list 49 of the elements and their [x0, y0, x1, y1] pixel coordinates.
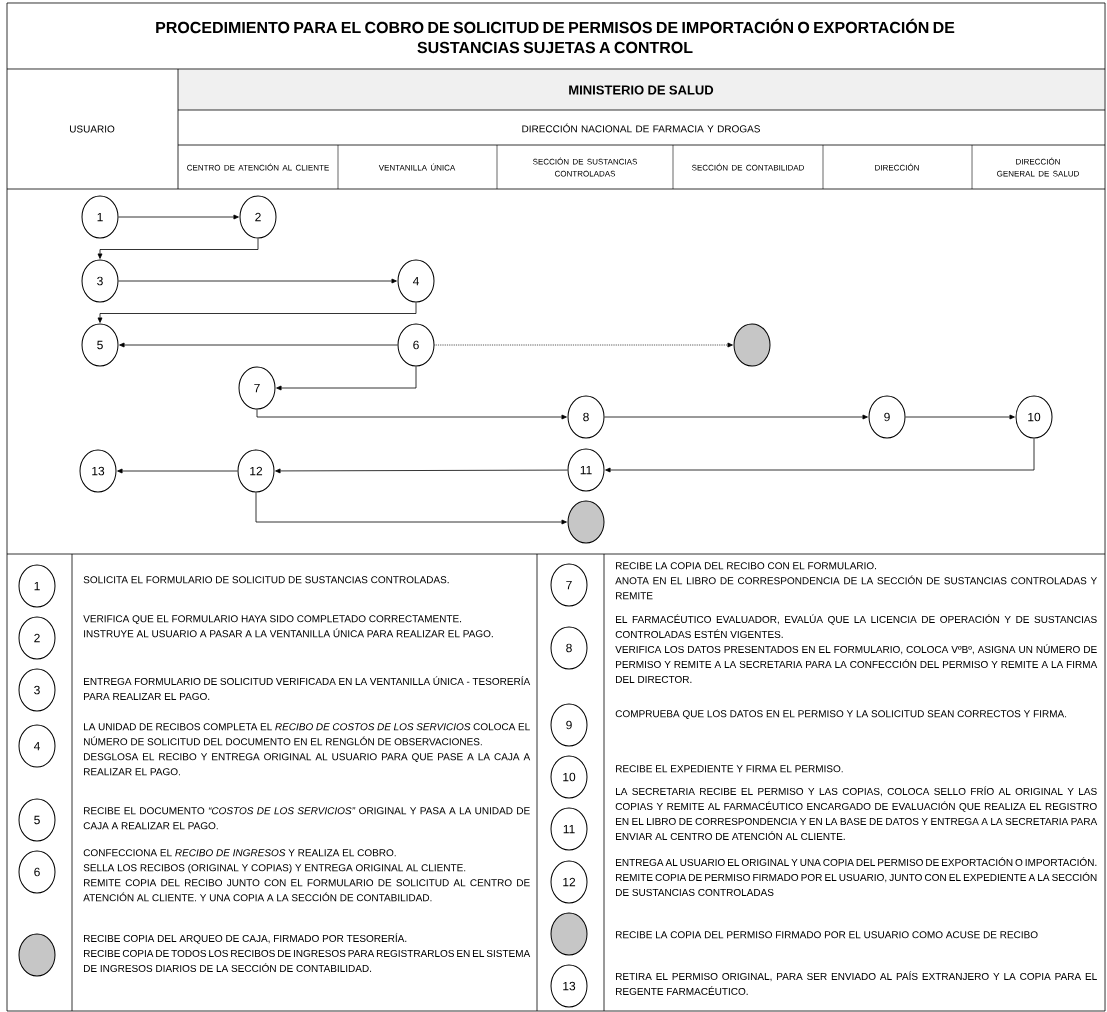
step-description: VERIFICA QUE EL FORMULARIO HAYA SIDO COMPLETADO CORRECTAMENTE. — [83, 615, 462, 625]
step-description: EL FARMACÉUTICO EVALUADOR, EVALÚA QUE LA LICENCIA DE OPERACIÓN Y DE SUSTANCIAS CONTROLADAS ESTÉN VIGENTES. — [615, 614, 1097, 638]
arrow — [119, 342, 398, 348]
step-description: SELLA LOS RECIBOS (ORIGINAL Y COPIAS) Y ENTREGA ORIGINAL AL CLIENTE. — [83, 863, 466, 874]
arrow — [905, 414, 1015, 420]
lane-header: USUARIO — [70, 125, 115, 133]
step-description: VERIFICA LOS DATOS PRESENTADOS EN EL FORMULARIO, COLOCA VºBº, ASIGNA UN NÚMERO DE PERMISO Y REMITE A LA SECRETARIA PARA LA CONFECCIÓN DEL PERMISO Y REMITE A LA FIRMA DEL DIRECTOR. — [615, 644, 1098, 683]
arrow — [118, 214, 239, 220]
step-description: REMITE COPIA DE PERMISO FIRMADO POR EL USUARIO, JUNTO CON EL EXPEDIENTE A LA SECCIÓN DE SUSTANCIAS CONTROLADAS — [616, 872, 1097, 896]
arrow — [256, 409, 567, 420]
step-description: REMITE COPIA DEL RECIBO JUNTO CON EL FORMULARIO DE SOLICITUD AL CENTRO DE ATENCIÓN AL CLIENTE. Y UNA COPIA A LA SECCIÓN DE CONTABILIDAD. — [83, 879, 530, 902]
step-description: RECIBE LA COPIA DEL RECIBO CON EL FORMULARIO. — [616, 562, 876, 570]
arrow — [118, 278, 397, 284]
step-description: RECIBE LA COPIA DEL PERMISO FIRMADO POR EL USUARIO COMO ACUSE DE RECIBO — [616, 931, 1038, 939]
department-header: DIRECCIÓN NACIONAL DE FARMACIA Y DROGAS — [522, 123, 760, 133]
step-description: LA SECRETARIA RECIBE EL PERMISO Y LAS COPIAS, COLOCA SELLO FRÍO AL ORIGINAL Y LAS COPIAS Y REMITE AL FARMACÉUTICO ENCARGADO DE EVALUACIÓN QUE REALIZA EL REGISTRO EN EL LIBRO DE CORRESPONDENCIA Y EN LA BASE DE DATOS Y ENTREGA A LA SECRETARIA PARA ENVIAR AL CENTRO DE ATENCIÓN AL CLIENTE. — [615, 786, 1098, 840]
arrow — [255, 492, 567, 525]
step-description: ENTREGA AL USUARIO EL ORIGINAL Y UNA COPIA DEL PERMISO DE EXPORTACIÓN O IMPORTACIÓN. — [616, 857, 1097, 866]
lane-header: CENTRO DE ATENCIÓN AL CLIENTE — [187, 163, 329, 171]
step-description: INSTRUYE AL USUARIO A PASAR A LA VENTANILLA ÚNICA PARA REALIZAR EL PAGO. — [84, 628, 493, 638]
step-description: SOLICITA EL FORMULARIO DE SOLICITUD DE SUSTANCIAS CONTROLADAS. — [83, 576, 449, 584]
organization-header: MINISTERIO DE SALUD — [569, 85, 714, 95]
shaded-circle — [567, 500, 605, 544]
lane-header: VENTANILLA ÚNICA — [378, 163, 456, 171]
arrow — [97, 302, 417, 323]
step-description: CONFECCIONA EL RECIBO DE INGRESOS Y REALIZA EL COBRO. — [83, 849, 396, 857]
arrow — [276, 366, 417, 391]
arrow — [605, 438, 1035, 473]
arrow — [275, 468, 568, 474]
arrow — [117, 468, 238, 474]
lane-header: SECCIÓN DE SUSTANCIAS CONTROLADAS — [533, 157, 637, 177]
step-description: LA UNIDAD DE RECIBOS COMPLETA EL RECIBO DE COSTOS DE LOS SERVICIOS COLOCA EL NÚMERO DE SOLICITUD DEL DOCUMENTO EN EL RENGLÓN DE OBSERVACIONES. — [84, 723, 530, 746]
step-description: DESGLOSA EL RECIBO Y ENTREGA ORIGINAL AL USUARIO PARA QUE PASE A LA CAJA A REALIZAR EL PAGO. — [84, 753, 531, 776]
arrow — [97, 238, 259, 259]
title: PROCEDIMIENTO PARA EL COBRO DE SOLICITUD DE PERMISOS DE IMPORTACIÓN O EXPORTACIÓN DE SUSTANCIAS SUJETAS A CONTROL — [156, 18, 955, 54]
arrow — [604, 414, 868, 420]
step-description: RECIBE COPIA DEL ARQUEO DE CAJA, FIRMADO POR TESORERÍA. — [84, 933, 407, 944]
step-description: RECIBE EL DOCUMENTO “COSTOS DE LOS SERVICIOS” ORIGINAL Y PASA A LA UNIDAD DE CAJA A REALIZAR EL PAGO. — [83, 807, 530, 830]
lane-header: SECCIÓN DE CONTABILIDAD — [692, 163, 804, 171]
shaded-circle — [733, 323, 771, 367]
step-description: RECIBE EL EXPEDIENTE Y FIRMA EL PERMISO. — [616, 765, 843, 773]
step-description: RECIBE COPIA DE TODOS LOS RECIBOS DE INGRESOS PARA REGISTRARLOS EN EL SISTEMA DE INGRESOS DIARIOS DE LA SECCIÓN DE CONTABILIDAD. — [84, 949, 531, 972]
step-description: RETIRA EL PERMISO ORIGINAL, PARA SER ENVIADO AL PAÍS EXTRANJERO Y LA COPIA PARA EL REGENTE FARMACÉUTICO. — [616, 971, 1097, 995]
step-description: COMPRUEBA QUE LOS DATOS EN EL PERMISO Y LA SOLICITUD SEAN CORRECTOS Y FIRMA. — [615, 710, 1067, 720]
step-description: ANOTA EN EL LIBRO DE CORRESPONDENCIA DE LA SECCIÓN DE SUSTANCIAS CONTROLADAS Y REMITE — [615, 575, 1097, 600]
arrow — [434, 342, 733, 348]
lane-header: DIRECCIÓN — [875, 163, 919, 171]
lane-header: DIRECCIÓN GENERAL DE SALUD — [997, 157, 1079, 177]
step-description: ENTREGA FORMULARIO DE SOLICITUD VERIFICADA EN LA VENTANILLA ÚNICA - TESORERÍA PARA REALIZAR EL PAGO. — [84, 676, 531, 700]
